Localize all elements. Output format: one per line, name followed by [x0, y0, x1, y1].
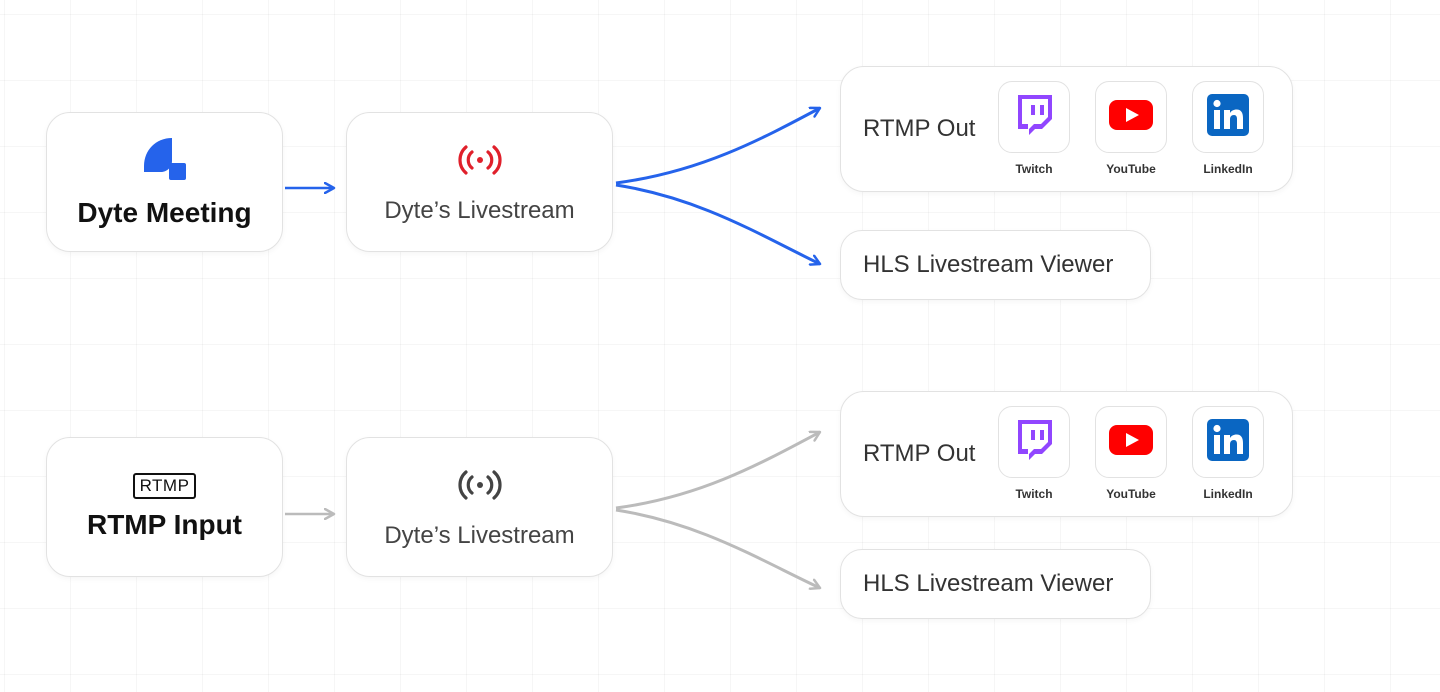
rtmp-out-group: RTMP Out Twitch YouTube [840, 66, 1293, 192]
rtmp-out-label: RTMP Out [863, 440, 976, 467]
linkedin-icon [1206, 93, 1250, 142]
rtmp-badge-icon: RTMP [132, 473, 197, 499]
hls-viewer-node: HLS Livestream Viewer [840, 230, 1151, 300]
broadcast-icon [455, 465, 505, 510]
platform-twitch[interactable]: Twitch [997, 81, 1071, 176]
arrow-livestream-to-rtmp-out [615, 108, 820, 185]
hls-title: HLS Livestream Viewer [863, 570, 1114, 597]
source-dyte-meeting: Dyte Meeting [46, 112, 283, 252]
arrow-livestream-to-hls-2 [615, 508, 820, 588]
platform-name: LinkedIn [1203, 487, 1253, 501]
source-rtmp-input: RTMP RTMP Input [46, 437, 283, 577]
twitch-icon [1014, 93, 1054, 142]
hls-viewer-node-2: HLS Livestream Viewer [840, 549, 1151, 619]
platform-name: Twitch [1015, 487, 1053, 501]
platform-linkedin[interactable]: LinkedIn [1191, 406, 1265, 501]
youtube-icon [1108, 424, 1154, 461]
livestream-node-2: Dyte’s Livestream [346, 437, 613, 577]
livestream-title: Dyte’s Livestream [384, 521, 575, 549]
livestream-title: Dyte’s Livestream [384, 196, 575, 224]
hls-title: HLS Livestream Viewer [863, 251, 1114, 278]
platform-twitch[interactable]: Twitch [997, 406, 1071, 501]
platform-linkedin[interactable]: LinkedIn [1191, 81, 1265, 176]
source-title: Dyte Meeting [77, 196, 252, 228]
arrow-livestream-to-rtmp-out-2 [615, 432, 820, 510]
twitch-icon [1014, 418, 1054, 467]
dyte-logo-icon [142, 136, 188, 187]
livestream-node: Dyte’s Livestream [346, 112, 613, 252]
platform-name: YouTube [1106, 487, 1156, 501]
platform-name: YouTube [1106, 162, 1156, 176]
platform-youtube[interactable]: YouTube [1094, 406, 1168, 501]
platform-name: LinkedIn [1203, 162, 1253, 176]
platform-youtube[interactable]: YouTube [1094, 81, 1168, 176]
rtmp-out-label: RTMP Out [863, 115, 976, 142]
arrow-livestream-to-hls [615, 183, 820, 264]
rtmp-out-group-2: RTMP Out Twitch YouTube [840, 391, 1293, 517]
youtube-icon [1108, 99, 1154, 136]
broadcast-icon [455, 140, 505, 185]
linkedin-icon [1206, 418, 1250, 467]
platform-name: Twitch [1015, 162, 1053, 176]
source-title: RTMP Input [86, 509, 242, 540]
